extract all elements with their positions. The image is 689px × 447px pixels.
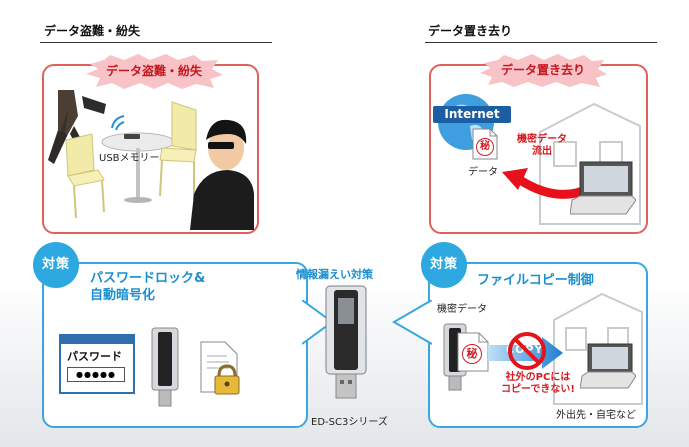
theft-scene-illustration xyxy=(48,90,254,230)
laptop-icon xyxy=(570,161,636,215)
leave-section-title: データ置き去り xyxy=(428,24,513,38)
copy-warning-text: 社外のPCにはコピーできない! xyxy=(501,372,575,395)
suspicious-man-figure xyxy=(190,119,254,230)
password-window-titlebar xyxy=(61,336,133,344)
secret-data-label: 機密データ xyxy=(437,304,487,315)
leak-label: 機密データ流出 xyxy=(517,134,567,157)
internet-label: Internet xyxy=(433,106,511,123)
copy-heading: ファイルコピー制御 xyxy=(477,273,594,288)
usb-memory-label: USBメモリー xyxy=(99,153,160,164)
secret-stamp: 秘 xyxy=(476,138,494,156)
location-label: 外出先・自宅など xyxy=(556,410,636,421)
prohibited-icon xyxy=(508,332,546,370)
copy-callout-pointer xyxy=(392,300,432,345)
product-usb-icon xyxy=(325,285,367,399)
product-name-label: ED-SC3シリーズ xyxy=(311,417,388,428)
data-label: データ xyxy=(468,167,498,178)
password-dots-field: ●●●●● xyxy=(67,367,125,382)
usb-stick-icon xyxy=(151,327,179,407)
leave-burst-shape xyxy=(480,54,607,87)
theft-burst-label: データ盗難・紛失 xyxy=(105,64,202,78)
theft-section-title: データ盗難・紛失 xyxy=(44,24,141,38)
password-measure-badge: 対策 xyxy=(33,242,79,288)
password-field-label: パスワード xyxy=(67,350,122,363)
leave-burst-label: データ置き去り xyxy=(500,63,585,77)
usb-on-table-drawing xyxy=(111,115,140,139)
copy-secret-stamp: 秘 xyxy=(462,344,482,364)
password-heading: パスワードロック&自動暗号化 xyxy=(90,271,206,303)
table-drawing xyxy=(101,132,175,203)
theft-burst-shape xyxy=(86,54,223,89)
password-window: パスワード ●●●●● xyxy=(59,334,135,394)
theft-title-rule xyxy=(40,42,272,43)
leave-title-rule xyxy=(425,42,657,43)
locked-document-icon xyxy=(200,341,240,395)
chair-drawings xyxy=(65,101,197,219)
copy-measure-badge: 対策 xyxy=(421,242,467,288)
center-heading: 情報漏えい対策 xyxy=(296,268,373,281)
copy-laptop-icon xyxy=(580,343,636,389)
